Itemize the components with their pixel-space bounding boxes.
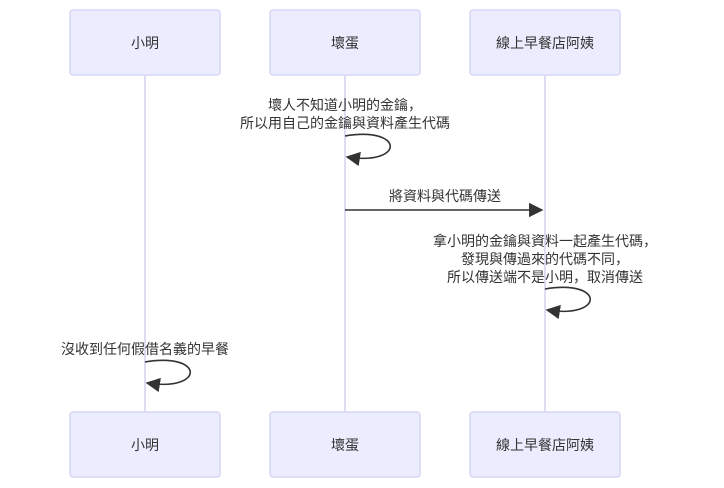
actor-bottom-ayi: 線上早餐店阿姨 — [469, 411, 621, 478]
actor-top-ayi: 線上早餐店阿姨 — [469, 9, 621, 76]
message-1-line-2: 所以用自己的金鑰與資料產生代碼 — [240, 115, 450, 132]
actor-top-xiaoming: 小明 — [69, 9, 221, 76]
message-1-line-1: 壞人不知道小明的金鑰， — [268, 97, 422, 114]
actor-label: 線上早餐店阿姨 — [496, 36, 594, 52]
self-arrow — [144, 359, 191, 393]
actor-label: 小明 — [131, 438, 159, 454]
self-arrow — [544, 286, 591, 320]
message-4-line-1: 沒收到任何假借名義的早餐 — [61, 341, 229, 358]
message-3-line-2: 發現與傳過來的代碼不同， — [461, 252, 629, 268]
message-3-line-3: 所以傳送端不是小明，取消傳送 — [447, 270, 643, 286]
message-3-self-ayi: 拿小明的金鑰與資料一起產生代碼， 發現與傳過來的代碼不同， 所以傳送端不是小明，… — [433, 233, 657, 320]
actor-label: 壞蛋 — [331, 36, 359, 52]
actor-label: 小明 — [131, 36, 159, 52]
actor-bottom-huaidan: 壞蛋 — [269, 411, 421, 478]
message-1-self-huaidan: 壞人不知道小明的金鑰， 所以用自己的金鑰與資料產生代碼 — [240, 97, 450, 167]
message-3-line-1: 拿小明的金鑰與資料一起產生代碼， — [433, 233, 657, 250]
message-4-self-xiaoming: 沒收到任何假借名義的早餐 — [61, 341, 229, 393]
message-2-line-1: 將資料與代碼傳送 — [389, 189, 501, 205]
actor-label: 線上早餐店阿姨 — [496, 438, 594, 454]
actor-label: 壞蛋 — [331, 438, 359, 454]
actor-bottom-xiaoming: 小明 — [69, 411, 221, 478]
actor-top-huaidan: 壞蛋 — [269, 9, 421, 76]
message-2-huaidan-to-ayi: 將資料與代碼傳送 — [345, 189, 544, 218]
self-arrow — [344, 133, 391, 167]
